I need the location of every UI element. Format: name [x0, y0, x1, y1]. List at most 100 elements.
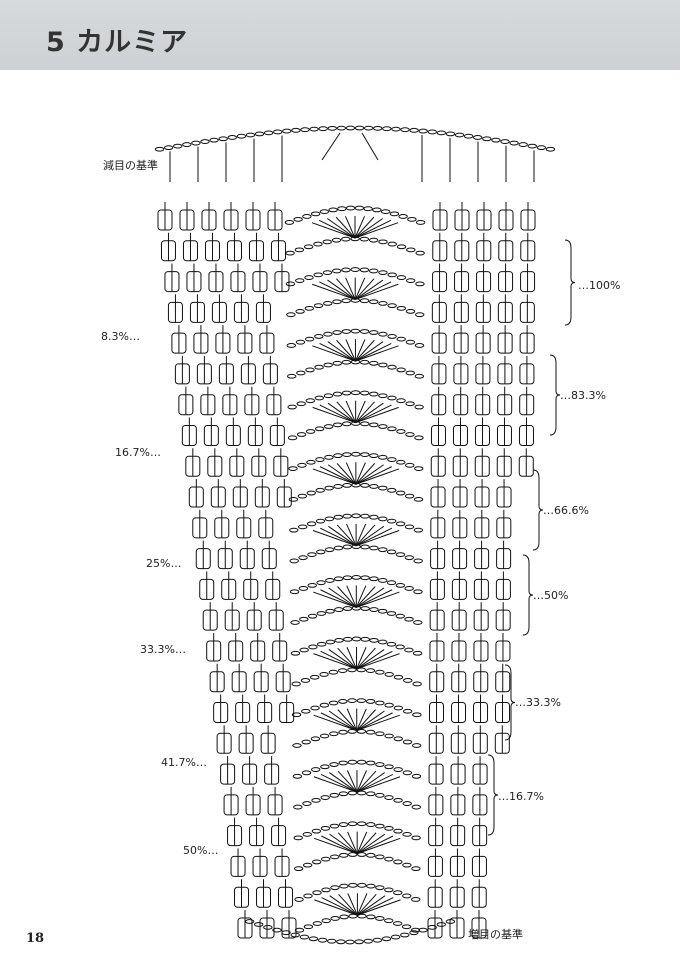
chain-arch — [375, 823, 385, 829]
chain-arch — [350, 328, 361, 334]
fan-stitch — [355, 283, 399, 301]
fan-stitch — [355, 463, 376, 485]
chain-arch — [359, 359, 370, 365]
chain-arch — [414, 466, 424, 471]
chain-arch — [350, 390, 361, 396]
fan-stitch — [327, 464, 357, 485]
chain-arch — [289, 527, 299, 533]
fan-stitch — [354, 216, 366, 239]
chain-arch — [369, 484, 379, 489]
fan-stitch — [329, 895, 358, 916]
chain-arch — [311, 828, 322, 834]
chain-arch — [291, 681, 301, 687]
fan-stitch — [354, 339, 366, 362]
chain-stitch-row — [390, 934, 401, 940]
chain-arch — [295, 339, 306, 345]
chain-stitch-row — [436, 922, 447, 927]
chain-arch — [292, 773, 303, 779]
stitch-post — [321, 132, 341, 161]
chain-arch — [341, 236, 351, 242]
fan-stitch — [327, 341, 356, 362]
chain-arch — [351, 574, 362, 580]
fan-stitch — [327, 218, 356, 239]
chain-arch — [348, 882, 358, 888]
chain-stitch-row — [409, 930, 419, 936]
chain-arch — [356, 790, 367, 796]
chain-arch — [375, 885, 385, 891]
chain-arch — [320, 764, 330, 770]
chain-stitch-row — [363, 938, 373, 944]
chain-arch — [396, 275, 407, 280]
chain-stitch-row — [473, 135, 483, 140]
chain-arch — [411, 835, 421, 841]
chain-stitch-row — [427, 924, 437, 930]
chain-arch — [347, 759, 358, 765]
chain-arch — [306, 490, 316, 496]
chain-arch — [308, 644, 318, 650]
chain-stitch-row — [445, 919, 456, 924]
chain-arch — [313, 303, 324, 309]
chain-arch — [331, 237, 342, 243]
fan-stitch — [355, 523, 367, 547]
chain-arch — [403, 678, 413, 683]
chain-arch — [288, 466, 298, 471]
chain-arch — [411, 866, 421, 872]
chain-arch — [316, 611, 327, 616]
chain-arch — [378, 301, 388, 306]
chain-arch — [287, 373, 297, 379]
chain-arch — [396, 429, 406, 434]
fan-stitch — [337, 832, 358, 854]
fan-stitch — [356, 835, 394, 855]
chain-arch — [386, 549, 397, 555]
chain-arch — [402, 893, 412, 899]
fan-stitch — [356, 653, 400, 670]
chain-arch — [316, 580, 326, 586]
chain-arch — [378, 270, 388, 276]
chain-arch — [369, 637, 379, 643]
chain-arch — [407, 216, 417, 222]
chain-arch — [323, 331, 333, 337]
fan-stitch — [357, 895, 386, 916]
chain-arch — [295, 278, 305, 284]
chain-stitch-row — [509, 140, 519, 146]
fan-stitch — [355, 585, 367, 608]
chain-arch — [311, 797, 321, 803]
chain-arch — [378, 547, 388, 553]
right-percent-label: …50% — [533, 589, 569, 602]
chain-arch — [369, 268, 379, 274]
chain-arch — [292, 743, 302, 748]
chain-arch — [395, 644, 405, 650]
stitch-post — [361, 132, 379, 161]
chain-stitch-row — [253, 922, 264, 927]
fan-stitch — [312, 406, 356, 424]
chain-arch — [347, 698, 357, 704]
chain-arch — [369, 545, 379, 551]
chain-stitch-row — [299, 934, 310, 940]
chain-stitch-row — [244, 919, 255, 924]
right-percent-label: …83.3% — [560, 389, 606, 402]
chain-arch — [301, 708, 311, 714]
chain-arch — [369, 299, 379, 305]
fan-stitch — [337, 709, 358, 731]
decrease-basis-label: 減目の基準 — [103, 159, 158, 172]
chain-arch — [332, 391, 343, 397]
chain-arch — [338, 791, 349, 797]
header-band: 5 カルミア — [0, 0, 680, 70]
chain-arch — [310, 705, 320, 711]
chain-stitch-row — [200, 139, 210, 144]
chain-arch — [323, 393, 334, 399]
chain-arch — [413, 620, 423, 625]
chain-arch — [293, 835, 303, 841]
chain-arch — [411, 897, 421, 902]
fan-stitch — [356, 647, 376, 670]
chain-arch — [410, 927, 421, 933]
fan-stitch — [321, 835, 358, 855]
fan-stitch — [356, 709, 376, 731]
chain-arch — [284, 220, 295, 225]
chain-stitch-row — [400, 932, 410, 938]
chain-stitch-row — [317, 937, 328, 943]
chain-stitch-row — [300, 127, 310, 133]
chain-arch — [330, 854, 340, 860]
fan-stitch — [354, 278, 375, 300]
chain-arch — [369, 453, 379, 459]
